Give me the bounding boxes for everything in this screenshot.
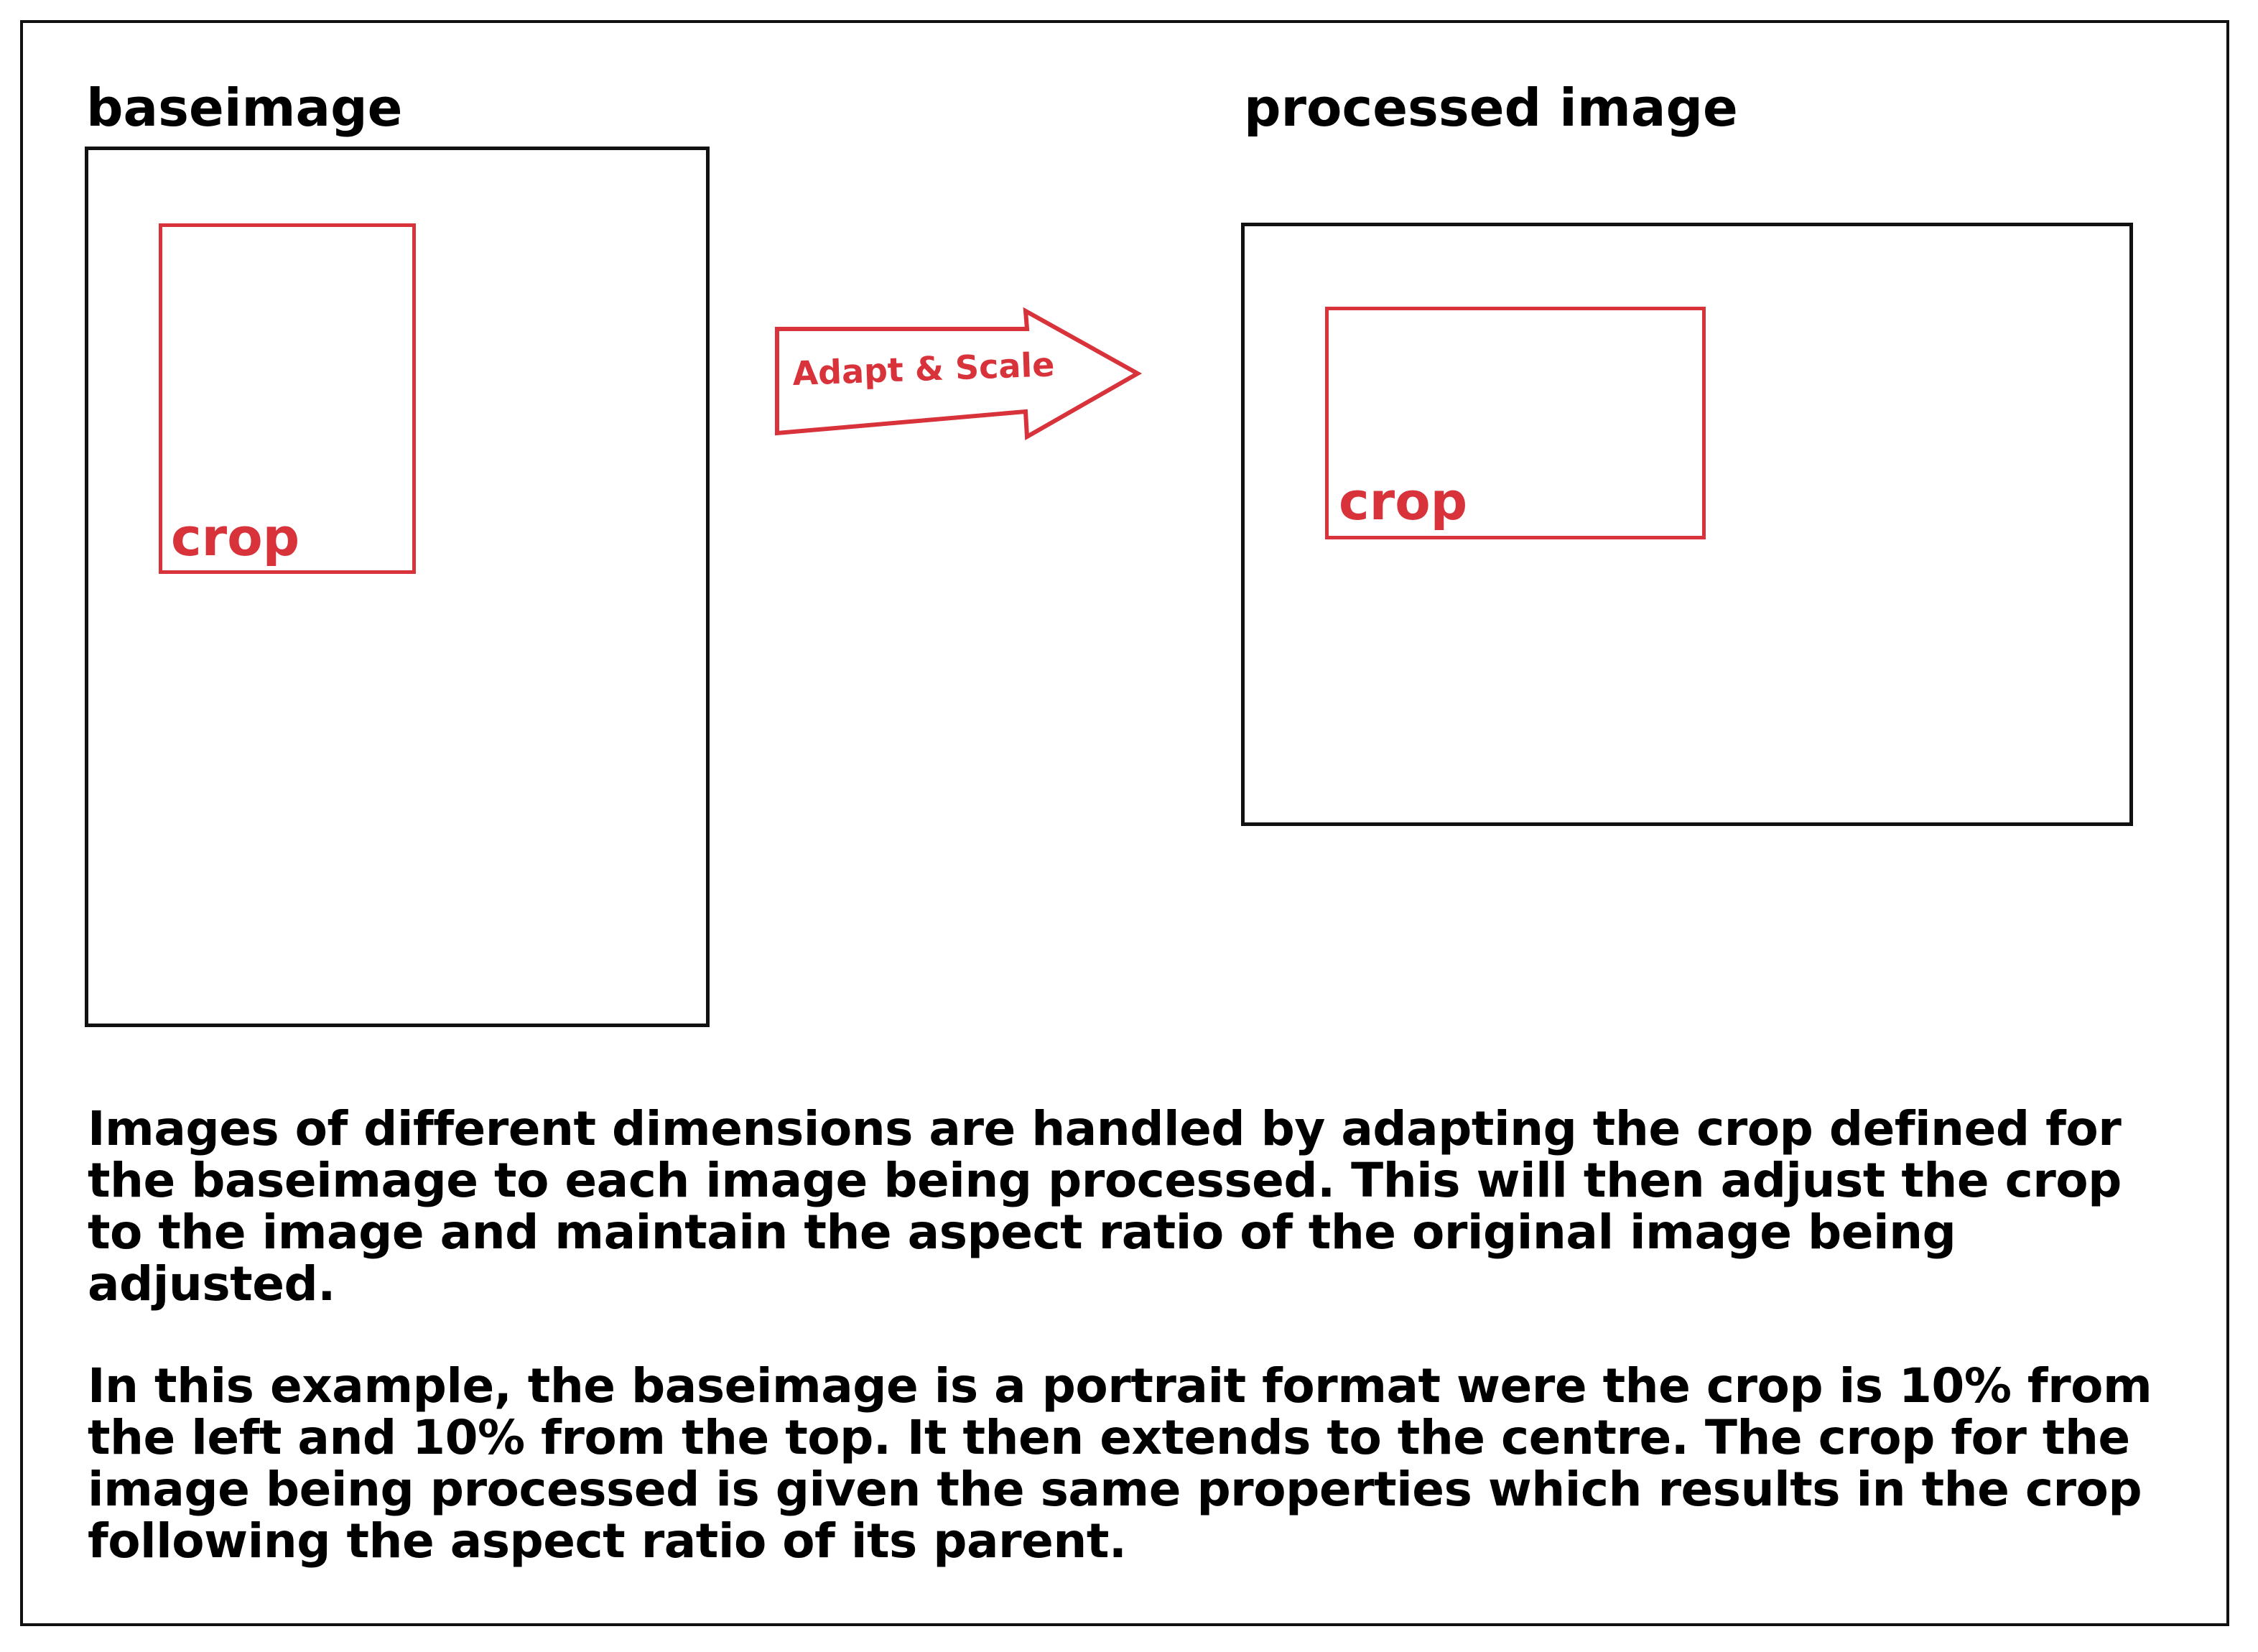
diagram-frame	[20, 20, 2229, 1626]
adapt-scale-arrow-icon: Adapt & Scale	[775, 307, 1143, 441]
processed-image-crop-region: crop	[1325, 307, 1706, 539]
baseimage-crop-region: crop	[159, 223, 416, 574]
baseimage-crop-label: crop	[171, 507, 300, 567]
processed-image-crop-label: crop	[1339, 471, 1468, 532]
description-paragraph-1: Images of different dimensions are handl…	[88, 1101, 2122, 1312]
baseimage-frame: crop	[85, 147, 710, 1027]
arrow-label: Adapt & Scale	[791, 345, 1055, 393]
arrow-shape	[775, 307, 1143, 441]
processed-image-title: processed image	[1244, 78, 1738, 138]
processed-image-frame: crop	[1241, 223, 2133, 826]
baseimage-title: baseimage	[86, 78, 403, 138]
description-paragraph-2: In this example, the baseimage is a port…	[88, 1358, 2152, 1569]
